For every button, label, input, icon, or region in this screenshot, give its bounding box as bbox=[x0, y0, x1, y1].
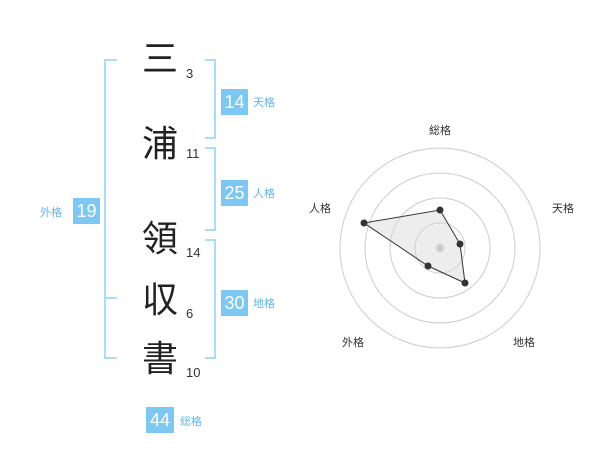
radar-axis-soukaku: 総格 bbox=[429, 123, 451, 137]
jinkaku-value-badge: 25 bbox=[221, 180, 248, 206]
name-char-1: 三 bbox=[141, 39, 178, 80]
jinkaku-bracket bbox=[205, 147, 216, 231]
gaikaku-label: 外格 bbox=[40, 206, 62, 219]
tenkaku-value-badge: 14 bbox=[221, 89, 248, 115]
name-char-2: 浦 bbox=[141, 124, 178, 165]
soukaku-value-badge: 44 bbox=[146, 407, 174, 433]
radar-center bbox=[436, 244, 444, 252]
chikaku-label: 地格 bbox=[253, 297, 275, 310]
radar-point-jinkaku bbox=[360, 219, 368, 227]
radar-point-tenkaku bbox=[456, 240, 464, 248]
radar-axis-chikaku: 地格 bbox=[513, 335, 535, 349]
tenkaku-bracket bbox=[205, 59, 216, 139]
stroke-count-2: 11 bbox=[186, 146, 200, 161]
radar-point-soukaku bbox=[436, 206, 444, 214]
jinkaku-label: 人格 bbox=[253, 187, 275, 200]
radar-point-gaikaku bbox=[424, 262, 432, 270]
radar-area bbox=[362, 209, 466, 284]
gaikaku-value-badge: 19 bbox=[73, 198, 100, 224]
name-char-4: 収 bbox=[141, 280, 178, 321]
radar-points bbox=[360, 206, 469, 287]
stroke-count-1: 3 bbox=[186, 66, 194, 81]
chikaku-bracket bbox=[205, 239, 216, 359]
chikaku-value-badge: 30 bbox=[221, 290, 248, 316]
radar-point-chikaku bbox=[461, 279, 469, 287]
radar-axis-jinkaku: 人格 bbox=[309, 201, 331, 215]
stroke-count-5: 10 bbox=[186, 365, 201, 380]
name-char-3: 領 bbox=[141, 219, 178, 260]
radar-axis-tenkaku: 天格 bbox=[552, 201, 574, 215]
gaikaku-bracket bbox=[104, 59, 117, 359]
radar-axis-gaikaku: 外格 bbox=[342, 335, 364, 349]
stroke-count-4: 6 bbox=[186, 306, 194, 321]
name-char-5: 書 bbox=[141, 339, 178, 380]
radar-grid bbox=[339, 147, 541, 349]
stroke-count-3: 14 bbox=[186, 245, 201, 260]
tenkaku-label: 天格 bbox=[253, 96, 275, 109]
soukaku-label: 総格 bbox=[180, 415, 202, 428]
